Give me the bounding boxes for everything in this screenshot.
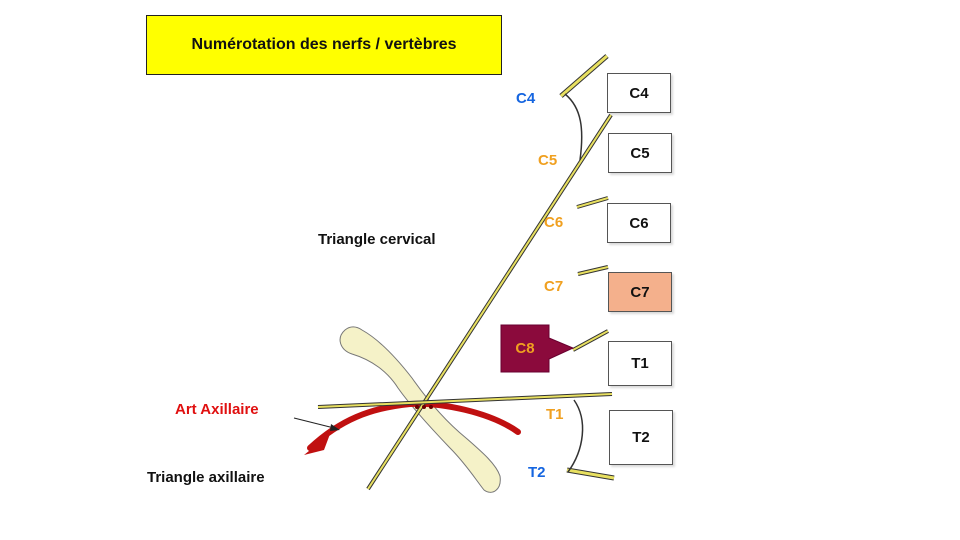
artery-pointer-line (293, 417, 335, 429)
vertebra-box-c4: C4 (607, 73, 671, 113)
nerve-t1-t2-curve (567, 399, 584, 473)
crossing-dot (415, 405, 419, 409)
vertebra-box-c6: C6 (607, 203, 671, 243)
axillary-artery-head (304, 434, 330, 455)
crossing-dot (429, 405, 433, 409)
nerve-label-c5: C5 (538, 152, 558, 169)
nerve-label-t1: T1 (546, 406, 564, 423)
c8-arrow-shape (500, 324, 575, 373)
nerve-label-c7: C7 (544, 278, 564, 295)
title-box: Numérotation des nerfs / vertèbres (146, 15, 502, 75)
nerve-label-c6: C6 (544, 214, 564, 231)
vertebra-box-c7: C7 (608, 272, 672, 312)
nerve-label-c8: C8 (515, 340, 535, 357)
nerve-label-c4: C4 (516, 90, 536, 107)
artery-label: Art Axillaire (175, 401, 259, 418)
diagram-title: Numérotation des nerfs / vertèbres (191, 36, 457, 53)
vertebra-box-t1: T1 (608, 341, 672, 386)
nerve-c4-c5-curve (564, 93, 583, 161)
region-label-axillary: Triangle axillaire (147, 469, 265, 486)
vertebra-box-t2: T2 (609, 410, 673, 465)
crossing-dot (422, 405, 426, 409)
nerve-label-t2: T2 (528, 464, 546, 481)
region-label-cervical: Triangle cervical (318, 231, 436, 248)
vertebra-box-c5: C5 (608, 133, 672, 173)
artery-pointer-head (330, 424, 340, 431)
axillary-artery (307, 400, 521, 451)
